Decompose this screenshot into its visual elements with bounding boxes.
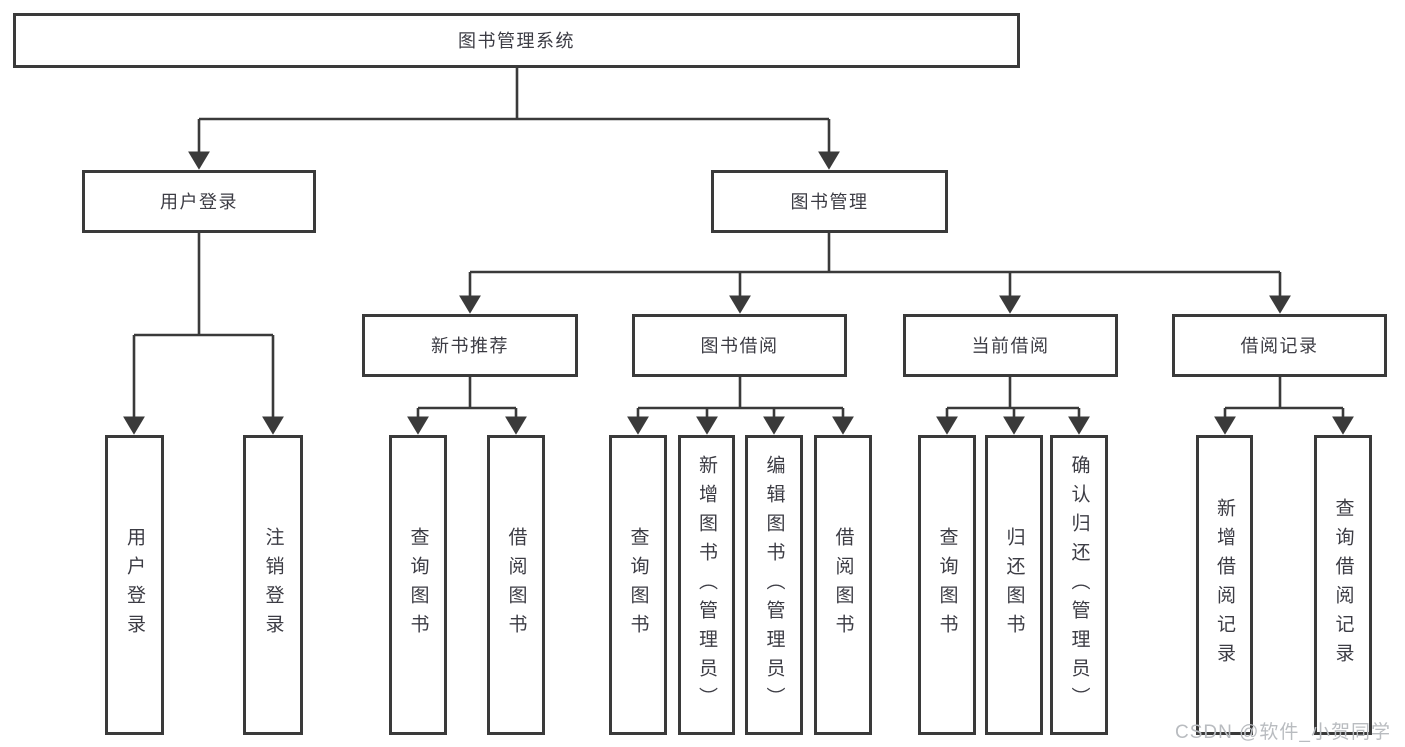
leaf-return-books: 归还图书 bbox=[985, 435, 1043, 735]
node-book-borrowing: 图书借阅 bbox=[632, 314, 847, 377]
leaf-label: 用户登录 bbox=[124, 527, 145, 643]
node-user-login: 用户登录 bbox=[82, 170, 316, 233]
leaf-query-books: 查询图书 bbox=[389, 435, 447, 735]
node-borrow-records: 借阅记录 bbox=[1172, 314, 1387, 377]
node-new-book-recommend: 新书推荐 bbox=[362, 314, 578, 377]
node-label: 借阅记录 bbox=[1240, 335, 1319, 356]
leaf-label: 借阅图书 bbox=[832, 527, 854, 643]
leaf-label: 归还图书 bbox=[1003, 527, 1025, 643]
leaf-label: 编辑图书（管理员） bbox=[763, 454, 785, 716]
leaf-query-books: 查询图书 bbox=[918, 435, 976, 735]
leaf-confirm-return-admin: 确认归还（管理员） bbox=[1050, 435, 1108, 735]
node-label: 图书管理系统 bbox=[458, 30, 575, 51]
leaf-query-books: 查询图书 bbox=[609, 435, 667, 735]
leaf-add-books-admin: 新增图书（管理员） bbox=[678, 435, 735, 735]
leaf-label: 查询图书 bbox=[407, 527, 429, 643]
node-label: 图书借阅 bbox=[700, 335, 779, 356]
node-label: 图书管理 bbox=[790, 191, 869, 212]
node-label: 用户登录 bbox=[160, 191, 238, 212]
leaf-borrow-books: 借阅图书 bbox=[814, 435, 872, 735]
leaf-user-login: 用户登录 bbox=[105, 435, 164, 735]
node-label: 新书推荐 bbox=[431, 335, 509, 356]
leaf-add-borrow-record: 新增借阅记录 bbox=[1196, 435, 1253, 735]
leaf-label: 查询借阅记录 bbox=[1332, 498, 1354, 672]
node-label: 当前借阅 bbox=[971, 335, 1050, 356]
leaf-label: 注销登录 bbox=[262, 527, 284, 643]
leaf-label: 借阅图书 bbox=[505, 527, 527, 643]
leaf-borrow-books: 借阅图书 bbox=[487, 435, 545, 735]
leaf-label: 新增借阅记录 bbox=[1214, 498, 1235, 672]
leaf-logout: 注销登录 bbox=[243, 435, 303, 735]
csdn-watermark: CSDN @软件_小贺同学 bbox=[1175, 722, 1391, 743]
leaf-edit-books-admin: 编辑图书（管理员） bbox=[745, 435, 803, 735]
leaf-label: 查询图书 bbox=[936, 527, 958, 643]
leaf-label: 查询图书 bbox=[627, 527, 649, 643]
node-book-management: 图书管理 bbox=[711, 170, 948, 233]
leaf-label: 确认归还（管理员） bbox=[1068, 454, 1090, 716]
node-library-system-root: 图书管理系统 bbox=[13, 13, 1020, 68]
leaf-query-borrow-record: 查询借阅记录 bbox=[1314, 435, 1372, 735]
leaf-label: 新增图书（管理员） bbox=[696, 454, 717, 716]
node-current-borrowing: 当前借阅 bbox=[903, 314, 1118, 377]
